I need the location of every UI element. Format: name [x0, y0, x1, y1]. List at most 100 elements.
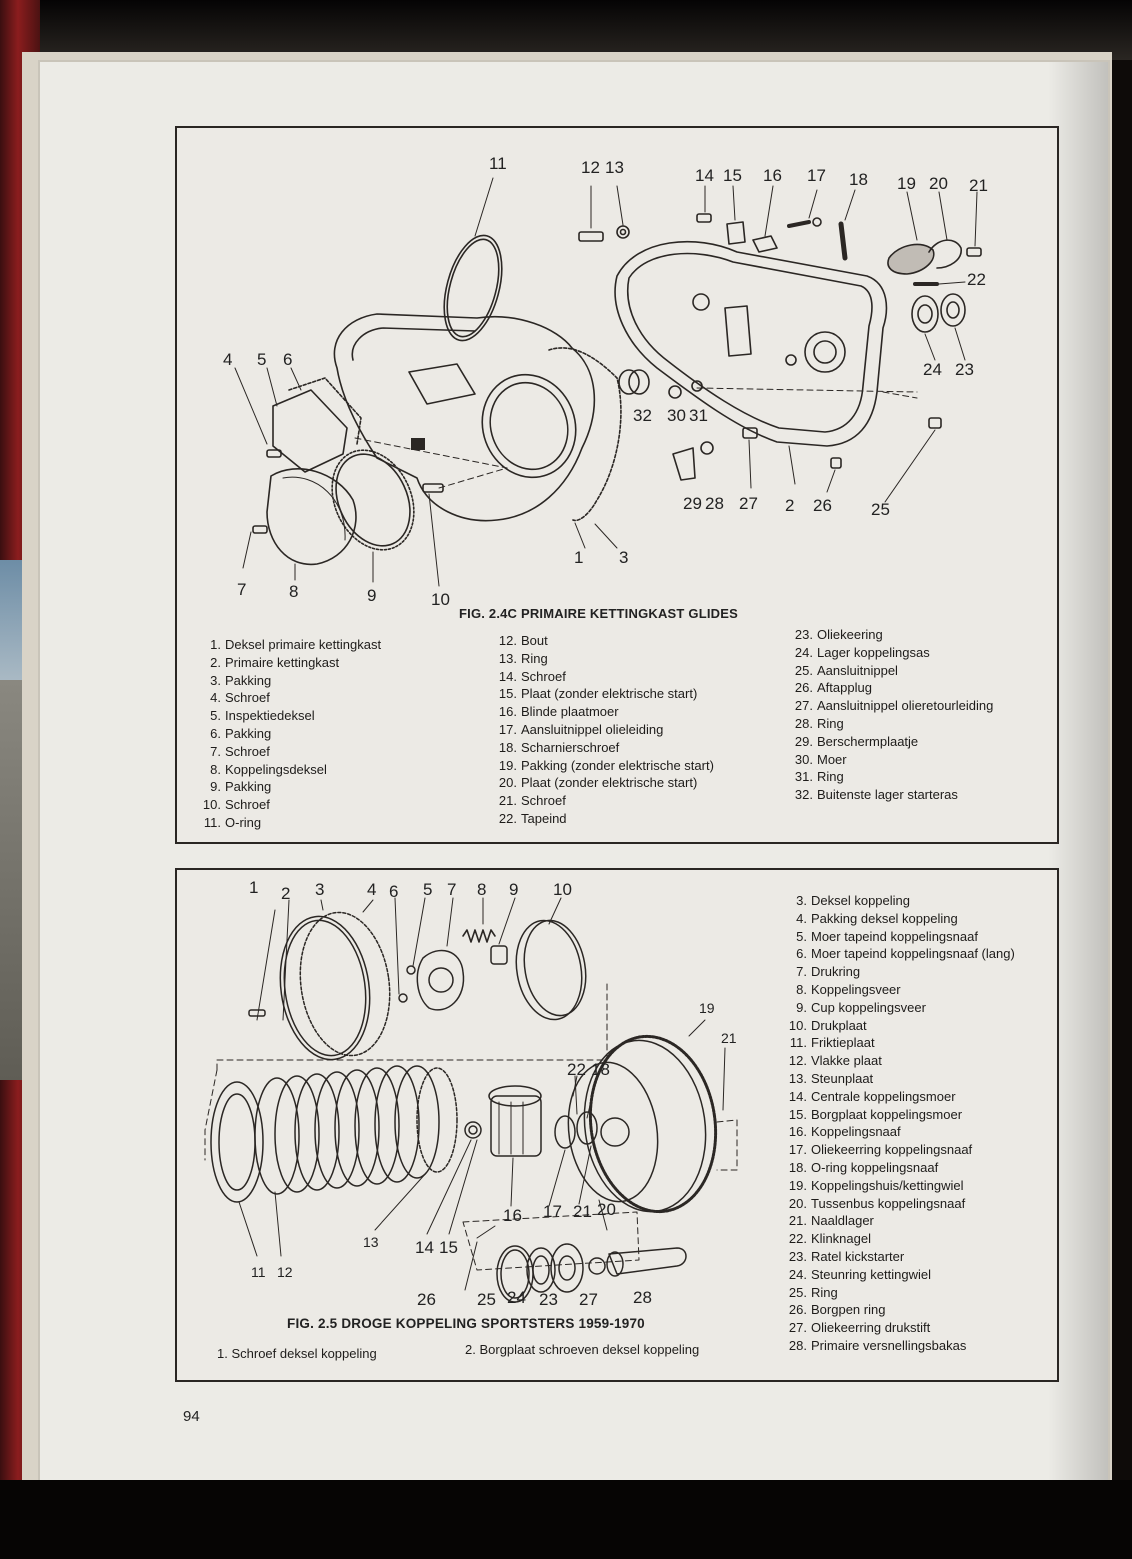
primary-cover-part [333, 313, 596, 522]
item-number: 27. [794, 698, 813, 714]
item-number: 23. [788, 1248, 807, 1264]
item-text: Plaat (zonder elektrische start) [521, 775, 698, 791]
parts-list-item: 6.Pakking [199, 725, 381, 743]
item-text: Borgplaat koppelingsmoer [811, 1106, 963, 1122]
item-text: Primaire versnellingsbakas [811, 1337, 967, 1353]
bottom-item-2: 2. Borgplaat schroeven deksel koppeling [465, 1342, 699, 1357]
parts-list-item: 13.Ring [495, 650, 714, 668]
item-number: 20. [498, 775, 517, 791]
item-text: Borgplaat schroeven deksel koppeling [479, 1342, 700, 1357]
item-number: 1. [210, 637, 221, 652]
item-number: 23. [794, 627, 813, 642]
item-text: Pakking (zonder elektrische start) [521, 757, 714, 773]
callout-25: 25 [871, 500, 890, 519]
item-number: 3. [796, 893, 807, 908]
item-number: 19. [498, 757, 517, 773]
parts-list-item: 25.Ring [783, 1284, 1015, 1302]
callout-18: 18 [591, 1060, 610, 1079]
callout-17: 17 [543, 1202, 562, 1221]
item-text: Schroef [225, 690, 270, 706]
parts-list-item: 30.Moer [791, 751, 993, 769]
item-number: 25. [788, 1284, 807, 1300]
item-text: Blinde plaatmoer [521, 704, 619, 720]
item-text: Moer tapeind koppelingsnaaf (lang) [811, 946, 1015, 962]
callout-17: 17 [807, 166, 826, 185]
item-number: 22. [498, 810, 517, 826]
callout-4: 4 [223, 350, 233, 369]
item-number: 14. [498, 668, 517, 684]
item-text: Aansluitnippel olieretourleiding [817, 698, 994, 714]
item-text: Tussenbus koppelingsnaaf [811, 1195, 966, 1211]
item-number: 8. [796, 981, 807, 997]
callout-7: 7 [237, 580, 247, 599]
item-text: Vlakke plaat [811, 1053, 882, 1069]
callout-8: 8 [289, 582, 299, 601]
parts-list-item: 15.Plaat (zonder elektrische start) [495, 685, 714, 703]
item-number: 30. [794, 751, 813, 767]
parts-list-item: 13.Steunplaat [783, 1070, 1015, 1088]
item-text: Plaat (zonder elektrische start) [521, 686, 698, 702]
item-number: 10. [788, 1017, 807, 1033]
callout-9: 9 [367, 586, 377, 605]
item-text: Aansluitnippel [817, 662, 898, 678]
parts-list-item: 18.Scharnierschroef [495, 739, 714, 757]
parts-list-item: 28.Primaire versnellingsbakas [783, 1337, 1015, 1355]
parts-list-item: 24.Steunring kettingwiel [783, 1266, 1015, 1284]
item-text: Berschermplaatje [817, 733, 919, 749]
parts-list-item: 10.Drukplaat [783, 1017, 1015, 1035]
parts-list-item: 20.Plaat (zonder elektrische start) [495, 774, 714, 792]
item-number: 28. [788, 1337, 807, 1353]
parts-list-item: 32.Buitenste lager starteras [791, 786, 993, 804]
callout-7: 7 [447, 880, 457, 899]
parts-list-item: 14.Centrale koppelingsmoer [783, 1088, 1015, 1106]
item-number: 27. [788, 1320, 807, 1336]
clutch-cover-3-part [279, 915, 371, 1061]
parts-list-item: 9.Cup koppelingsveer [783, 999, 1015, 1017]
parts-list-item: 1.Deksel primaire kettingkast [199, 636, 381, 654]
parts-list-item: 11.Friktieplaat [783, 1034, 1015, 1052]
pressure-plate-part [515, 919, 583, 1021]
parts-list-item: 9.Pakking [199, 778, 381, 796]
parts-list-item: 16.Blinde plaatmoer [495, 703, 714, 721]
parts-list-item: 23.Oliekeering [791, 626, 993, 644]
item-number: 20. [788, 1195, 807, 1211]
item-text: Ring [817, 715, 844, 731]
transmission-shaft-part [608, 1247, 687, 1275]
item-text: Aftapplug [817, 680, 872, 696]
callout-28: 28 [633, 1288, 652, 1307]
parts-list-item: 22.Tapeind [495, 810, 714, 828]
parts-list-item: 10.Schroef [199, 796, 381, 814]
parts-list-item: 7.Drukring [783, 963, 1015, 981]
callout-24: 24 [923, 360, 942, 379]
item-text: Oliekeerring koppelingsnaaf [811, 1142, 973, 1158]
item-text: Cup koppelingsveer [811, 999, 926, 1015]
clutch-cover-part [266, 468, 357, 566]
item-number: 17. [498, 721, 517, 737]
item-text: O-ring koppelingsnaaf [811, 1159, 939, 1175]
primary-chaincase-part [614, 240, 888, 447]
callout-1: 1 [249, 878, 259, 897]
parts-list-item: 27.Aansluitnippel olieretourleiding [791, 697, 993, 715]
item-number: 22. [788, 1231, 807, 1247]
parts-list-item: 17.Oliekeerring koppelingsnaaf [783, 1141, 1015, 1159]
item-text: Schroef [225, 797, 270, 813]
parts-list-item: 27.Oliekeerring drukstift [783, 1319, 1015, 1337]
item-number: 18. [788, 1159, 807, 1175]
page-number: 94 [183, 1408, 200, 1425]
item-number: 13. [788, 1070, 807, 1086]
item-number: 2. [465, 1342, 476, 1357]
clutch-hub-part [490, 1095, 542, 1157]
item-text: Primaire kettingkast [225, 654, 340, 670]
item-text: Schroef [521, 668, 566, 684]
figure-title: FIG. 2.4C PRIMAIRE KETTINGKAST GLIDES [459, 606, 738, 621]
parts-list-item: 19.Pakking (zonder elektrische start) [495, 757, 714, 775]
item-text: Inspektiedeksel [225, 708, 315, 724]
item-text: Bout [521, 633, 548, 648]
callout-6: 6 [283, 350, 293, 369]
bottom-item-1: 1. Schroef deksel koppeling [217, 1346, 377, 1361]
parts-list-item: 28.Ring [791, 715, 993, 733]
item-number: 17. [788, 1142, 807, 1158]
parts-list-item: 5.Moer tapeind koppelingsnaaf [783, 928, 1015, 946]
